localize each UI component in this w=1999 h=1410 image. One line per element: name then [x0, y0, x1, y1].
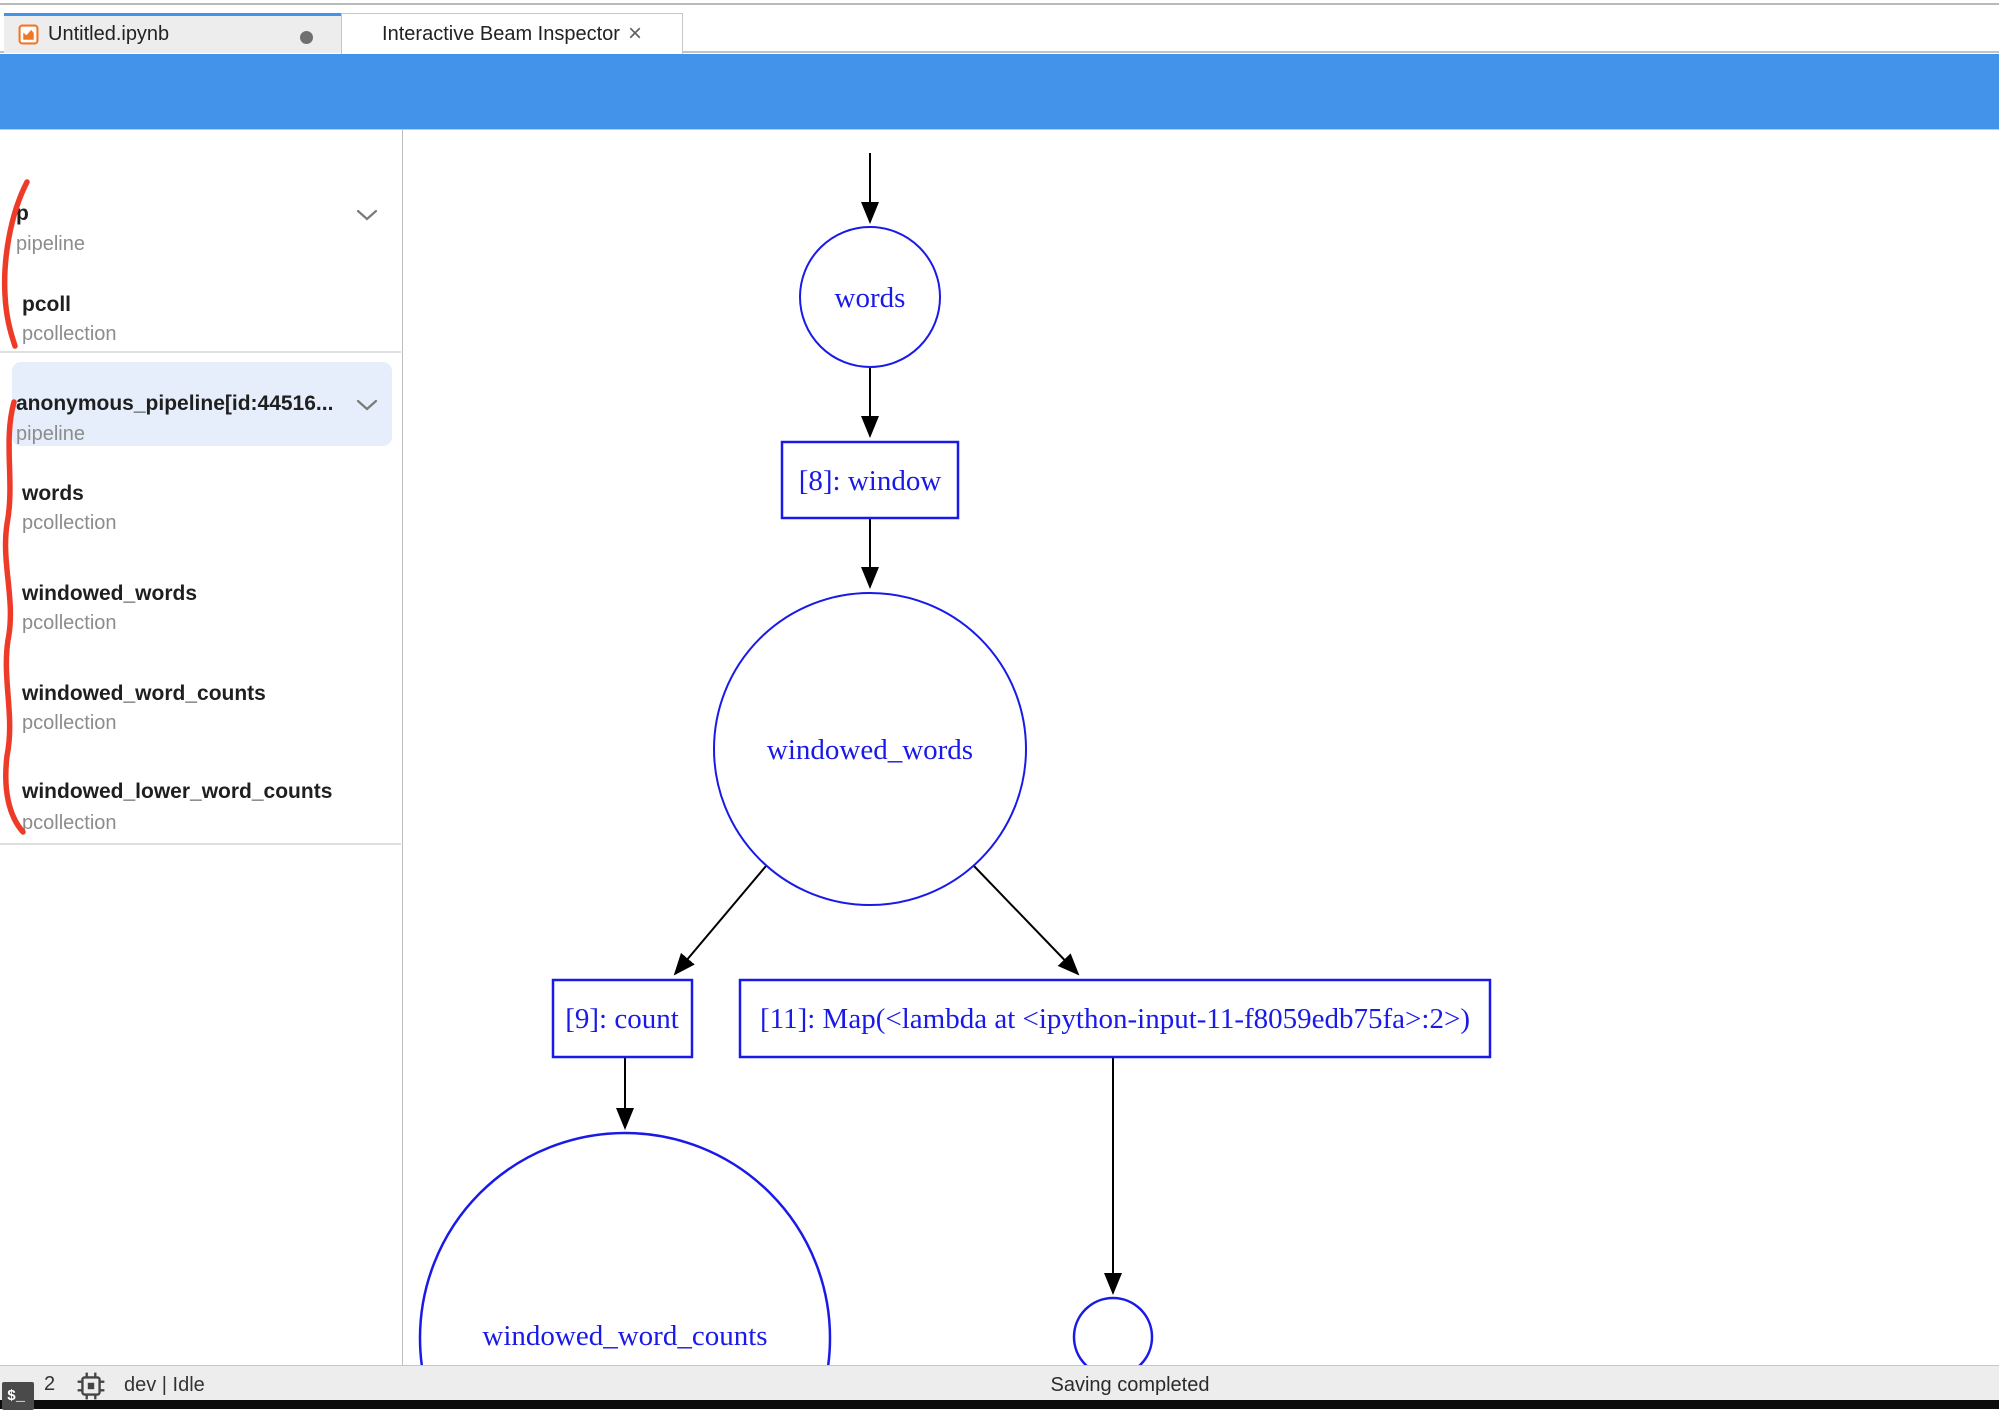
- pipeline-graph-canvas: words [8]: window windowed_words [9]: co…: [403, 130, 1999, 1365]
- status-bar: $_ 2 dev | Idle Saving completed: [0, 1365, 1999, 1410]
- node-windowed-words[interactable]: [713, 592, 1027, 906]
- node-window-transform[interactable]: [780, 440, 960, 520]
- tab-untitled-notebook[interactable]: Untitled.ipynb: [4, 13, 341, 53]
- pcollection-name: windowed_words: [22, 582, 198, 605]
- node-map-transform[interactable]: [738, 978, 1492, 1059]
- pcollection-name: pcoll: [22, 293, 72, 316]
- pcollection-kind: pcollection: [22, 512, 117, 534]
- sidebar-divider: [0, 843, 401, 845]
- node-label: [8]: window: [799, 465, 942, 497]
- node-label: windowed_words: [767, 734, 973, 766]
- terminal-icon[interactable]: $_: [2, 1382, 34, 1410]
- pcollection-name: windowed_lower_word_counts: [22, 780, 333, 803]
- node-words[interactable]: [799, 226, 941, 368]
- pcollection-kind: pcollection: [22, 812, 117, 834]
- unsaved-changes-dot[interactable]: [300, 31, 313, 44]
- kernel-session-count[interactable]: 2: [44, 1373, 56, 1395]
- node-label: windowed_word_counts: [482, 1320, 767, 1352]
- pcollection-kind: pcollection: [22, 712, 117, 734]
- node-count-transform[interactable]: [551, 978, 694, 1059]
- window-top-border: [0, 3, 1999, 5]
- pipeline-name: anonymous_pipeline[id:44516...: [16, 392, 334, 415]
- window-top-strip: [0, 0, 1999, 13]
- kernel-status[interactable]: dev | Idle: [124, 1374, 205, 1396]
- kernel-chip-icon[interactable]: [76, 1371, 106, 1406]
- save-status-message: Saving completed: [1050, 1374, 1210, 1396]
- notebook-icon: [18, 24, 39, 45]
- tab-interactive-beam-inspector[interactable]: Interactive Beam Inspector ×: [341, 13, 683, 54]
- window-bottom-strip: [0, 1400, 1999, 1409]
- dock-tab-bar: Untitled.ipynb Interactive Beam Inspecto…: [0, 13, 1999, 54]
- pipeline-sidebar: p pipeline pcoll pcollection anonymous_p…: [0, 130, 403, 1365]
- sidebar-item-anonymous-pipeline-selected[interactable]: [12, 362, 392, 446]
- edge-windowed-words-to-map: [973, 865, 1080, 976]
- chevron-down-icon[interactable]: [356, 208, 378, 226]
- content-top-border: [0, 129, 1999, 130]
- pipeline-name: p: [16, 202, 29, 225]
- node-label: [11]: Map(<lambda at <ipython-input-11-f…: [760, 1003, 1470, 1035]
- tab-label: Untitled.ipynb: [48, 23, 170, 45]
- pcollection-name: windowed_word_counts: [22, 682, 266, 705]
- close-icon[interactable]: ×: [627, 20, 642, 47]
- node-label: [9]: count: [565, 1003, 679, 1035]
- edge-windowed-words-to-count: [673, 865, 767, 976]
- pcollection-kind: pcollection: [22, 612, 117, 634]
- inspector-app-bar: Inspector [kernel:dev]: [0, 54, 1999, 160]
- pcollection-name: words: [22, 482, 84, 505]
- node-anonymous-pcollection[interactable]: [1072, 1296, 1154, 1365]
- tab-label: Interactive Beam Inspector: [382, 22, 620, 45]
- chevron-down-icon[interactable]: [356, 398, 378, 416]
- tab-bar-divider: [0, 51, 1999, 53]
- pipeline-kind: pipeline: [16, 233, 85, 255]
- pcollection-kind: pcollection: [22, 323, 117, 345]
- node-label: words: [835, 282, 906, 314]
- node-windowed-word-counts[interactable]: [418, 1131, 832, 1365]
- pipeline-kind: pipeline: [16, 423, 85, 445]
- sidebar-divider: [0, 351, 401, 353]
